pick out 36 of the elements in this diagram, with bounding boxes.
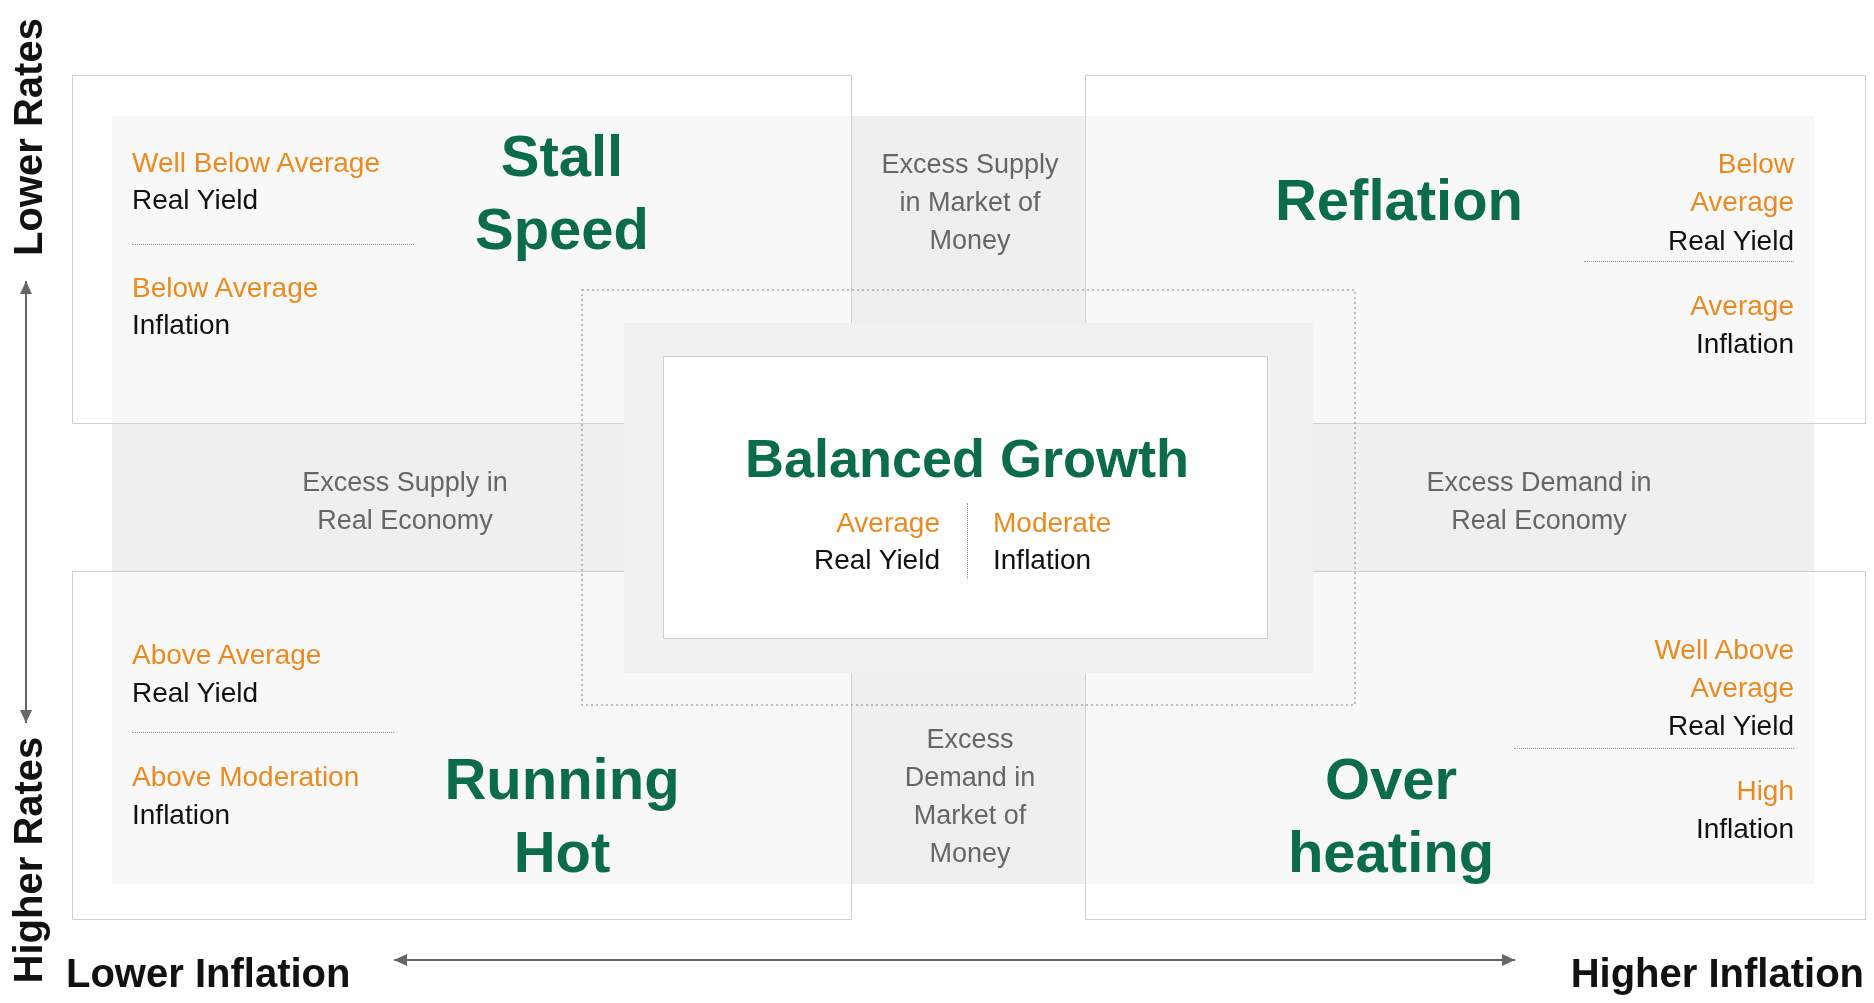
- quadrant-box: [663, 356, 1268, 639]
- quadrant-title: Stall Speed: [473, 122, 651, 263]
- level-label: High: [1735, 774, 1794, 808]
- band-label: Excess Supply in Real Economy: [301, 466, 509, 537]
- measure-label: Inflation: [1694, 812, 1794, 846]
- band-label: Excess Demand in Market of Money: [903, 723, 1037, 870]
- quadrant-title: Running Hot: [443, 745, 681, 886]
- level-label: Below Average: [132, 271, 320, 305]
- axis-label: Lower Rates: [5, 18, 51, 256]
- quadrant-box: [1085, 571, 1866, 920]
- level-label: Moderate: [993, 506, 1113, 540]
- measure-label: Inflation: [132, 798, 232, 832]
- measure-label: Real Yield: [1666, 224, 1794, 258]
- level-label: Average: [835, 506, 940, 540]
- quadrant-box: [72, 571, 852, 920]
- level-label: Average: [1689, 289, 1794, 323]
- axis-label: Higher Inflation: [1570, 950, 1864, 996]
- level-label: Well Below Average: [132, 146, 381, 180]
- measure-label: Real Yield: [1666, 709, 1794, 743]
- measure-label: Real Yield: [132, 676, 260, 710]
- level-label: Below Average: [1689, 147, 1794, 219]
- axis-label: Lower Inflation: [66, 950, 351, 996]
- measure-label: Inflation: [132, 308, 232, 342]
- quadrant-title: Balanced Growth: [743, 427, 1191, 490]
- measure-label: Inflation: [993, 543, 1093, 577]
- quadrant-title: Over heating: [1286, 745, 1496, 886]
- axis-label: Higher Rates: [5, 736, 51, 984]
- level-label: Well Above Average: [1653, 633, 1794, 705]
- level-label: Above Moderation: [132, 760, 361, 794]
- measure-label: Inflation: [1694, 327, 1794, 361]
- measure-label: Real Yield: [812, 543, 940, 577]
- quadrant-title: Reflation: [1273, 166, 1525, 234]
- band-label: Excess Supply in Market of Money: [880, 148, 1060, 257]
- level-label: Above Average: [132, 638, 323, 672]
- band-label: Excess Demand in Real Economy: [1425, 466, 1653, 537]
- measure-label: Real Yield: [132, 183, 260, 217]
